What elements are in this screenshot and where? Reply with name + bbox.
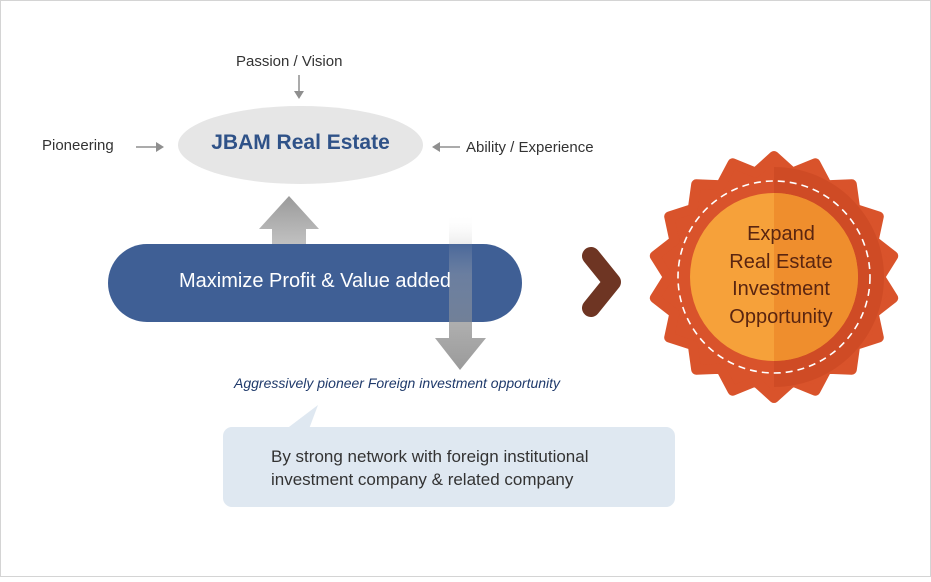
input-label-left: Pioneering xyxy=(42,137,114,154)
callout-line-1: By strong network with foreign instituti… xyxy=(271,447,589,466)
seal-badge xyxy=(649,151,899,403)
result-line-2: Real Estate xyxy=(729,250,833,273)
core-ellipse xyxy=(178,106,423,184)
input-arrow-right xyxy=(432,142,460,152)
input-arrow-top xyxy=(294,75,304,99)
callout-box xyxy=(223,427,675,507)
core-title: JBAM Real Estate xyxy=(211,131,390,154)
result-label: Expand Real Estate Investment Opportunit… xyxy=(691,221,871,331)
goal-label: Maximize Profit & Value added xyxy=(179,270,451,292)
result-line-3: Investment xyxy=(732,278,830,300)
result-arrow xyxy=(532,247,621,317)
input-arrow-left xyxy=(136,142,164,152)
input-label-top: Passion / Vision xyxy=(236,53,343,70)
result-line-1: Expand xyxy=(747,223,815,245)
strategy-label: Aggressively pioneer Foreign investment … xyxy=(234,375,561,391)
callout-line-2: investment company & related company xyxy=(271,470,574,489)
result-line-4: Opportunity xyxy=(729,305,833,328)
input-label-right: Ability / Experience xyxy=(466,139,594,156)
